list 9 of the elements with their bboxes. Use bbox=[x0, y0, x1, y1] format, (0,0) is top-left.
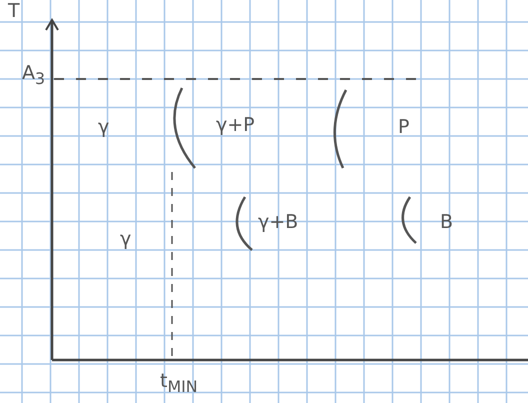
phase-label: P bbox=[398, 118, 410, 137]
axis-label: T bbox=[8, 2, 20, 21]
phase-label: γ+B bbox=[258, 213, 298, 232]
phase-label: γ bbox=[98, 118, 110, 137]
axis-label: t$_{MIN}$ bbox=[160, 372, 198, 395]
axis-label: A$_{3}$ bbox=[22, 64, 46, 87]
phase-label: B bbox=[440, 213, 454, 232]
phase-label: γ bbox=[120, 230, 132, 249]
phase-label: γ+P bbox=[216, 116, 255, 135]
